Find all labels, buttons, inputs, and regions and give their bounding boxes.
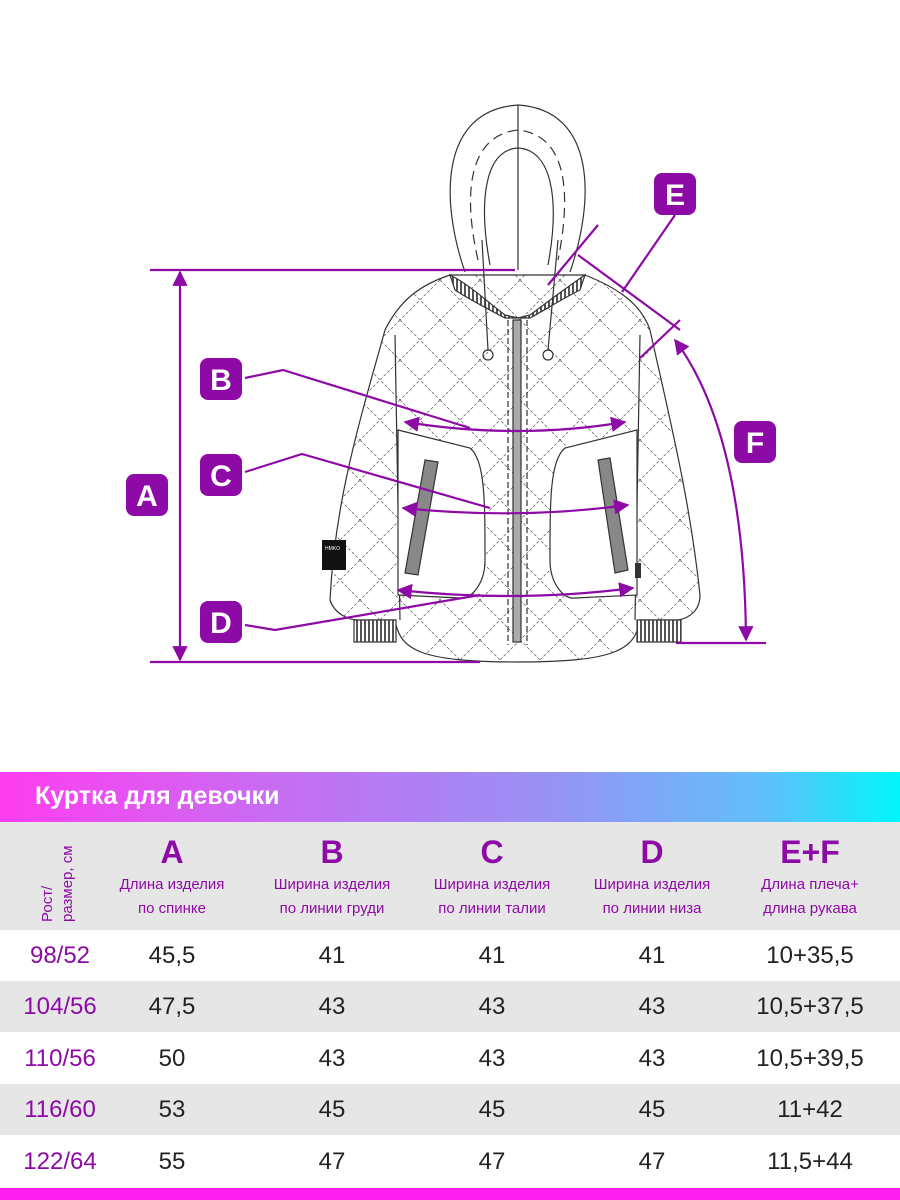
cell-b: 45 bbox=[318, 1096, 346, 1123]
cell-d: 43 bbox=[638, 993, 666, 1020]
cell-a: 45,5 bbox=[148, 942, 196, 969]
label-A: A bbox=[126, 474, 168, 516]
cell-a: 55 bbox=[158, 1148, 186, 1175]
cell-d: 47 bbox=[638, 1148, 666, 1175]
column-header-a: A Длина изделия по спинке bbox=[119, 834, 225, 917]
size-cell: 104/56 bbox=[23, 993, 97, 1020]
cell-b: 43 bbox=[318, 993, 346, 1020]
column-header-d: D Ширина изделия по линии низа bbox=[593, 834, 711, 917]
size-cell: 116/60 bbox=[24, 1096, 96, 1123]
cell-b: 43 bbox=[318, 1045, 346, 1072]
cell-c: 41 bbox=[478, 942, 506, 969]
table-row: 104/56 47,5 43 43 43 10,5+37,5 bbox=[0, 981, 900, 1032]
column-header-c: C Ширина изделия по линии талии bbox=[433, 834, 551, 917]
cell-ef: 10+35,5 bbox=[766, 942, 854, 969]
svg-text:A: A bbox=[136, 480, 158, 513]
title-band: Куртка для девочки bbox=[0, 772, 900, 822]
label-F: F bbox=[734, 421, 776, 463]
cell-c: 43 bbox=[478, 1045, 506, 1072]
cell-c: 47 bbox=[478, 1148, 506, 1175]
size-cell: 110/56 bbox=[24, 1045, 96, 1072]
svg-text:E: E bbox=[665, 179, 685, 212]
table-row: 98/52 45,5 41 41 41 10+35,5 bbox=[0, 930, 900, 981]
label-D: D bbox=[200, 601, 242, 643]
measurement-lines bbox=[150, 214, 766, 664]
cell-ef: 10,5+37,5 bbox=[756, 993, 864, 1020]
size-header-line2: размер, см bbox=[59, 845, 76, 922]
cell-d: 45 bbox=[638, 1096, 666, 1123]
cell-c: 43 bbox=[478, 993, 506, 1020]
svg-text:B: B bbox=[210, 364, 232, 397]
cell-b: 41 bbox=[318, 942, 346, 969]
table-row: 110/56 50 43 43 43 10,5+39,5 bbox=[0, 1033, 900, 1084]
size-cell: 98/52 bbox=[29, 942, 91, 969]
label-E: E bbox=[654, 173, 696, 215]
svg-text:C: C bbox=[210, 460, 232, 493]
svg-text:F: F bbox=[746, 427, 764, 460]
cell-d: 43 bbox=[638, 1045, 666, 1072]
cell-d: 41 bbox=[638, 942, 666, 969]
table-row: 122/64 55 47 47 47 11,5+44 bbox=[0, 1136, 900, 1187]
table-title: Куртка для девочки bbox=[35, 782, 280, 810]
cell-ef: 11+42 bbox=[777, 1096, 843, 1123]
column-header-b: B Ширина изделия по линии груди bbox=[273, 834, 391, 917]
cell-a: 53 bbox=[158, 1096, 186, 1123]
size-header-line1: Рост/ bbox=[39, 885, 56, 922]
jacket-measurement-diagram: HMKO A B C D E F bbox=[126, 104, 776, 664]
jacket-sketch: HMKO bbox=[322, 104, 701, 663]
column-header-ef: E+F Длина плеча+ длина рукава bbox=[761, 834, 859, 917]
table-header-row bbox=[0, 822, 900, 930]
sleeve-tag-text: HMKO bbox=[325, 546, 340, 552]
cell-ef: 11,5+44 bbox=[767, 1148, 853, 1175]
label-B: B bbox=[200, 358, 242, 400]
cell-c: 45 bbox=[478, 1096, 506, 1123]
cell-a: 47,5 bbox=[148, 993, 196, 1020]
label-C: C bbox=[200, 454, 242, 496]
cell-a: 50 bbox=[158, 1045, 186, 1072]
table-row: 116/60 53 45 45 45 11+42 bbox=[0, 1084, 900, 1135]
size-cell: 122/64 bbox=[23, 1148, 97, 1175]
size-column-header: Рост/размер, см bbox=[18, 838, 88, 922]
cell-ef: 10,5+39,5 bbox=[756, 1045, 864, 1072]
cell-b: 47 bbox=[318, 1148, 346, 1175]
bottom-band bbox=[0, 1188, 900, 1200]
svg-text:D: D bbox=[210, 607, 232, 640]
